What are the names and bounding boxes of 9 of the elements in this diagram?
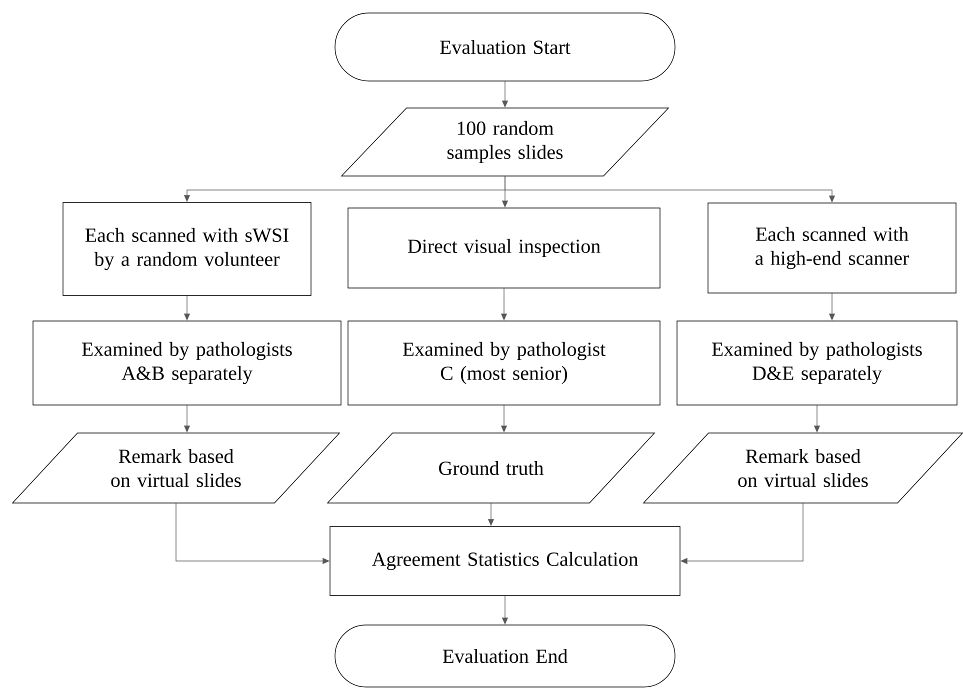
process-box: Examined by pathologist C (most senior) [348, 320, 660, 406]
process-box: Examined by pathologists D&E separately [676, 320, 958, 406]
process-box: Direct visual inspection [348, 208, 660, 288]
process-box: Each scanned with sWSI by a random volunteer [62, 202, 312, 296]
process-box: Agreement Statistics Calculation [330, 526, 680, 596]
start-terminal: Evaluation Start [334, 12, 676, 82]
end-terminal: Evaluation End [334, 624, 676, 688]
process-box: Examined by pathologists A&B separately [32, 320, 342, 406]
process-box: Each scanned with a high-end scanner [708, 202, 956, 294]
